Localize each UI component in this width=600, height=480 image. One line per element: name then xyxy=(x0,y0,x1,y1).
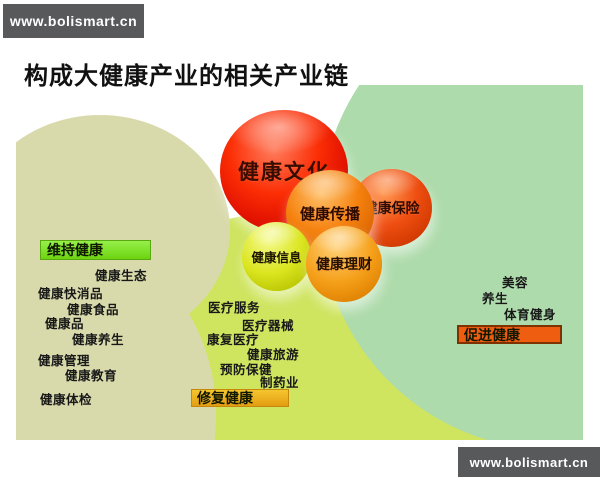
bubble-health-information-label: 健康信息 xyxy=(251,251,302,265)
list-item: 健康教育 xyxy=(65,369,118,383)
list-item: 健康食品 xyxy=(67,303,120,317)
repair-health-header: 修复健康 xyxy=(191,389,289,407)
top-site-banner: www.bolismart.cn xyxy=(3,4,144,38)
list-item: 健康旅游 xyxy=(247,348,300,362)
bottom-site-banner: www.bolismart.cn xyxy=(458,447,600,477)
list-item: 健康管理 xyxy=(38,354,91,368)
list-item: 美容 xyxy=(502,276,529,290)
list-item: 健康体检 xyxy=(40,393,93,407)
list-item: 预防保健 xyxy=(220,363,273,377)
bubble-health-finance-label: 健康理财 xyxy=(316,256,372,272)
list-item: 健康快消品 xyxy=(38,287,104,301)
list-item: 康复医疗 xyxy=(207,333,260,347)
list-item: 体育健身 xyxy=(504,308,557,322)
bottom-site-url: www.bolismart.cn xyxy=(469,454,589,470)
bubble-health-information: 健康信息 xyxy=(242,222,311,291)
top-site-url: www.bolismart.cn xyxy=(9,13,138,29)
promote-health-header: 促进健康 xyxy=(457,325,562,344)
list-item: 养生 xyxy=(482,292,509,306)
page-title: 构成大健康产业的相关产业链 xyxy=(24,63,349,90)
bubble-health-insurance-label: 健康保险 xyxy=(363,200,420,216)
bubble-health-communication-label: 健康传播 xyxy=(299,205,360,223)
list-item: 健康养生 xyxy=(72,333,125,347)
maintain-health-header: 维持健康 xyxy=(40,240,151,260)
bubble-health-finance: 健康理财 xyxy=(306,226,382,302)
list-item: 医疗服务 xyxy=(208,301,261,315)
background-blob-left-upper xyxy=(16,115,230,345)
list-item: 健康品 xyxy=(45,317,85,331)
list-item: 医疗器械 xyxy=(242,319,295,333)
list-item: 制药业 xyxy=(260,376,300,390)
list-item: 健康生态 xyxy=(95,269,148,283)
